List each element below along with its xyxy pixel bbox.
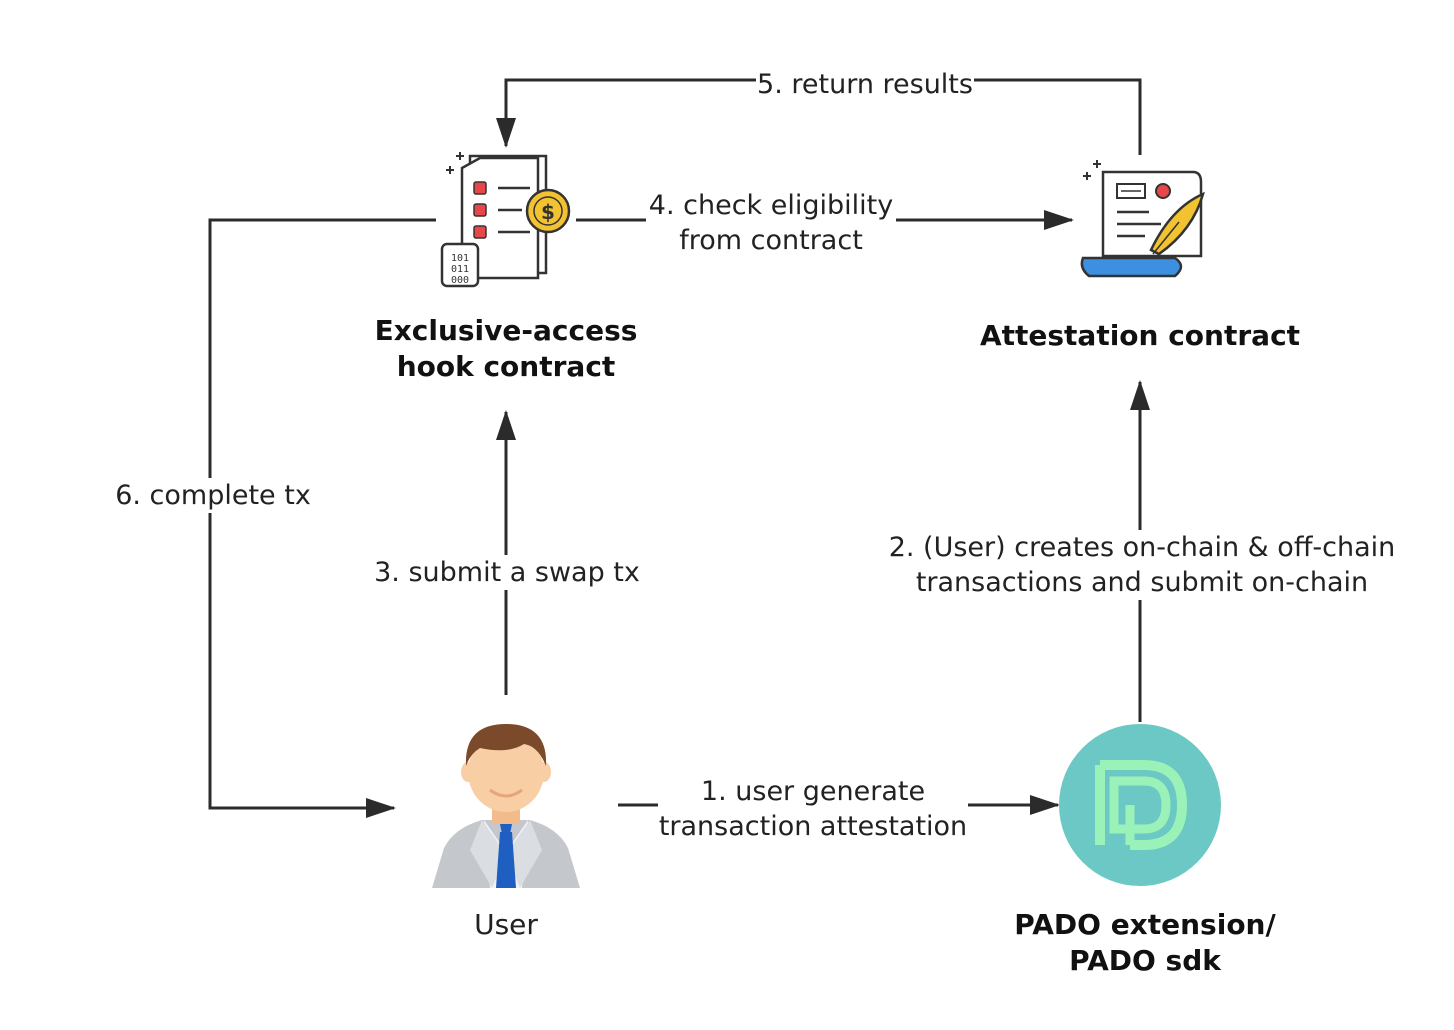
svg-text:101: 101	[451, 253, 469, 264]
contract-quill-icon	[1080, 160, 1205, 278]
step2-line1: 2. (User) creates on-chain & off-chain	[888, 532, 1396, 563]
user-label: User	[474, 908, 538, 941]
step4-label: 4. check eligibility from contract	[646, 188, 896, 258]
pado-line1: PADO extension/	[1014, 908, 1276, 941]
step6-label: 6. complete tx	[112, 478, 314, 513]
hook-contract-line2: hook contract	[396, 350, 616, 383]
svg-text:011: 011	[451, 264, 469, 275]
hook-contract-title: Exclusive-access hook contract	[356, 313, 656, 385]
pado-title: PADO extension/ PADO sdk	[990, 907, 1300, 979]
user-avatar-icon	[432, 724, 580, 888]
svg-text:000: 000	[451, 275, 469, 286]
step5-label: 5. return results	[756, 67, 974, 102]
step4-line1: 4. check eligibility	[648, 190, 894, 221]
step2-line2: transactions and submit on-chain	[915, 567, 1369, 598]
arrow-step6	[208, 218, 436, 818]
pado-logo-icon	[1059, 724, 1221, 886]
step1-line2: transaction attestation	[658, 811, 968, 842]
attestation-contract-title: Attestation contract	[979, 319, 1301, 352]
step4-line2: from contract	[679, 225, 863, 256]
step3-label: 3. submit a swap tx	[372, 555, 642, 590]
step1-label: 1. user generate transaction attestation	[658, 774, 968, 844]
document-coin-icon: $ 101 011 000	[440, 152, 571, 288]
pado-line2: PADO sdk	[1069, 944, 1221, 977]
step2-label: 2. (User) creates on-chain & off-chain t…	[884, 530, 1400, 600]
step1-line1: 1. user generate	[700, 776, 926, 807]
hook-contract-line1: Exclusive-access	[374, 314, 638, 347]
svg-text:$: $	[541, 200, 555, 224]
